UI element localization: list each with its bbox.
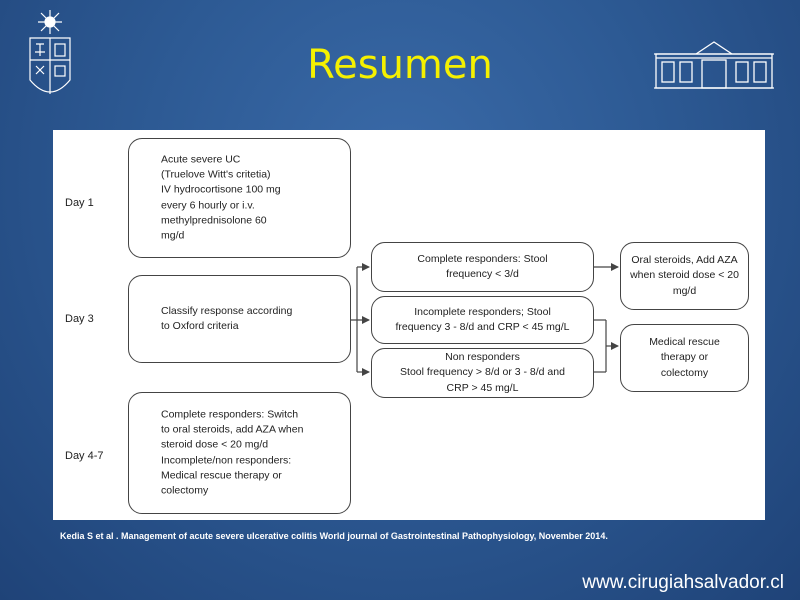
medical-rescue-box: Medical rescue therapy or colectomy [620, 324, 749, 392]
website-url: www.cirugiahsalvador.cl [582, 572, 784, 593]
day3-classify-box: Classify response according to Oxford cr… [128, 275, 351, 363]
oral-steroids-box: Oral steroids, Add AZA when steroid dose… [620, 242, 749, 310]
day1-treatment-text: Acute severe UC (Truelove Witt's criteti… [161, 153, 281, 242]
complete-responders-box: Complete responders: Stool frequency < 3… [371, 242, 594, 292]
incomplete-responders-box: Incomplete responders; Stool frequency 3… [371, 296, 594, 344]
medical-rescue-text: Medical rescue therapy or colectomy [649, 336, 720, 379]
complete-responders-text: Complete responders: Stool frequency < 3… [417, 252, 548, 280]
day4-7-box: Complete responders: Switch to oral ster… [128, 392, 351, 514]
hospital-building-logo [654, 41, 774, 89]
flow-arrows [351, 263, 619, 376]
university-emblem-logo [29, 10, 71, 94]
day-4-7-label: Day 4-7 [65, 450, 104, 462]
non-responders-box: Non responders Stool frequency > 8/d or … [371, 348, 594, 398]
day4-7-text: Complete responders: Switch to oral ster… [161, 408, 304, 497]
citation: Kedia S et al . Management of acute seve… [60, 531, 608, 541]
oral-steroids-text: Oral steroids, Add AZA when steroid dose… [630, 254, 739, 297]
flowchart-panel: Day 1 Day 3 Day 4-7 Acute severe UC (Tru… [53, 130, 765, 520]
day3-classify-text: Classify response according to Oxford cr… [161, 304, 293, 332]
day-3-label: Day 3 [65, 313, 94, 325]
non-responders-text: Non responders Stool frequency > 8/d or … [400, 351, 565, 394]
day1-treatment-box: Acute severe UC (Truelove Witt's criteti… [128, 138, 351, 258]
incomplete-responders-text: Incomplete responders; Stool frequency 3… [395, 305, 570, 333]
day-1-label: Day 1 [65, 197, 94, 209]
slide-title: Resumen [307, 42, 493, 88]
